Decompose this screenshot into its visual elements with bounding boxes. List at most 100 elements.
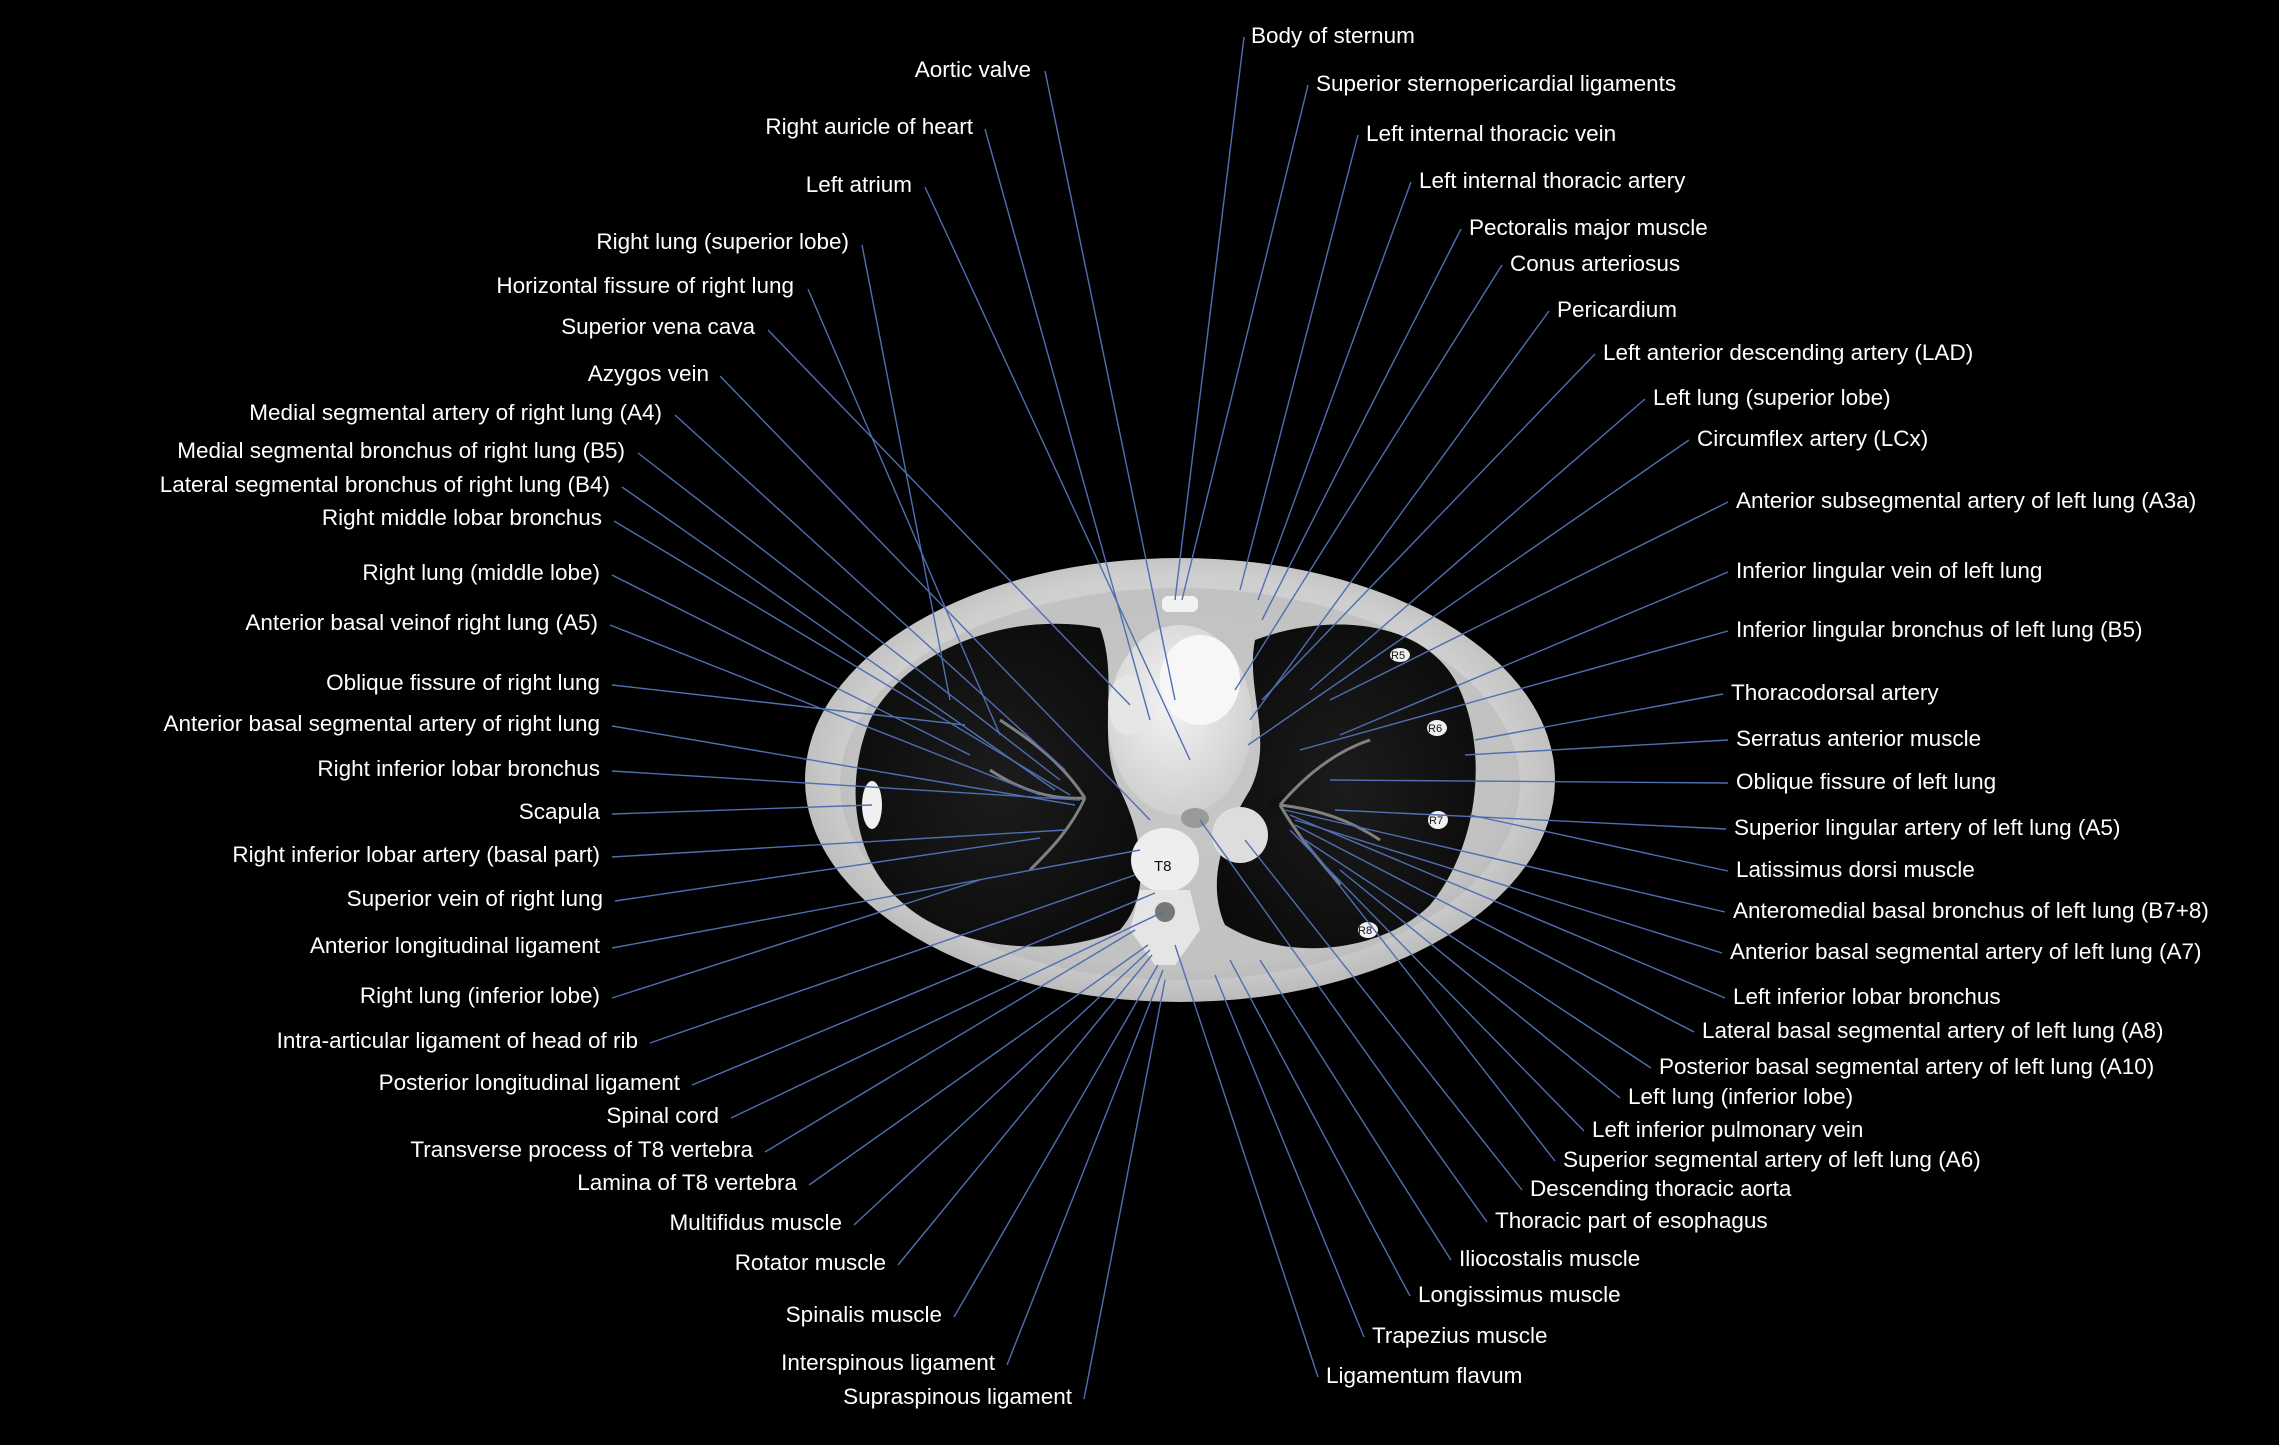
label-superior-vein-of-right-lung: Superior vein of right lung <box>347 886 603 911</box>
leader-line-right-inferior-lobar-bronchus <box>611 770 1081 801</box>
label-body-of-sternum: Body of sternum <box>1251 23 1415 48</box>
leader-line-pericardium <box>1249 310 1550 721</box>
leader-line-anterior-basal-segmental-artery-of-left-lung-a7 <box>1294 819 1723 954</box>
label-scapula: Scapula <box>519 799 601 824</box>
leader-line-left-inferior-lobar-bronchus <box>1289 814 1726 999</box>
ct-cross-section-image: R5 R6 R7 R8 T8 <box>805 558 1555 1002</box>
leader-line-descending-thoracic-aorta <box>1244 839 1523 1191</box>
label-right-inferior-lobar-bronchus: Right inferior lobar bronchus <box>317 756 600 781</box>
sternum-bone <box>1162 596 1198 612</box>
esophagus-region <box>1181 808 1209 828</box>
label-right-middle-lobar-bronchus: Right middle lobar bronchus <box>322 505 602 530</box>
leader-lines <box>609 36 1729 1400</box>
label-left-atrium: Left atrium <box>806 172 912 197</box>
rib-label-r6: R6 <box>1428 723 1442 735</box>
label-lateral-basal-segmental-artery-of-left-lung-a8: Lateral basal segmental artery of left l… <box>1702 1018 2164 1043</box>
leader-line-azygos-vein <box>719 375 1151 821</box>
label-descending-thoracic-aorta: Descending thoracic aorta <box>1530 1176 1792 1201</box>
label-thoracic-part-of-esophagus: Thoracic part of esophagus <box>1495 1208 1768 1233</box>
label-interspinous-ligament: Interspinous ligament <box>781 1350 996 1375</box>
label-rotator-muscle: Rotator muscle <box>735 1250 886 1275</box>
label-posterior-longitudinal-ligament: Posterior longitudinal ligament <box>379 1070 681 1095</box>
label-superior-lingular-artery-of-left-lung-a5: Superior lingular artery of left lung (A… <box>1734 815 2120 840</box>
leader-line-left-lung-inferior-lobe <box>1339 869 1621 1099</box>
label-inferior-lingular-vein-of-left-lung: Inferior lingular vein of left lung <box>1736 558 2042 583</box>
label-multifidus-muscle: Multifidus muscle <box>669 1210 842 1235</box>
leader-line-ligamentum-flavum <box>1174 944 1319 1378</box>
leader-line-pectoralis-major-muscle <box>1261 228 1462 621</box>
leader-line-right-auricle-of-heart <box>984 128 1151 721</box>
label-oblique-fissure-of-left-lung: Oblique fissure of left lung <box>1736 769 1996 794</box>
leader-line-anterior-longitudinal-ligament <box>611 849 1141 949</box>
leader-line-right-inferior-lobar-artery-basal-part <box>611 829 1066 858</box>
label-horizontal-fissure-of-right-lung: Horizontal fissure of right lung <box>496 273 794 298</box>
label-right-lung-middle-lobe: Right lung (middle lobe) <box>362 560 600 585</box>
leader-line-left-anterior-descending-artery-lad <box>1261 353 1596 701</box>
leader-line-latissimus-dorsi-muscle <box>1469 814 1729 872</box>
rib-label-r8: R8 <box>1358 925 1372 937</box>
leader-line-supraspinous-ligament <box>1083 979 1166 1400</box>
label-right-lung-superior-lobe: Right lung (superior lobe) <box>596 229 849 254</box>
leader-line-thoracic-part-of-esophagus <box>1199 819 1488 1223</box>
rib-label-r5: R5 <box>1391 650 1405 662</box>
leader-line-left-internal-thoracic-artery <box>1257 181 1412 601</box>
leader-line-serratus-anterior-muscle <box>1464 739 1729 756</box>
leader-line-right-lung-inferior-lobe <box>611 879 981 999</box>
label-anterior-basal-segmental-artery-of-left-lung-a7: Anterior basal segmental artery of left … <box>1730 939 2201 964</box>
label-left-inferior-lobar-bronchus: Left inferior lobar bronchus <box>1733 984 2001 1009</box>
leader-line-trapezius-muscle <box>1214 974 1365 1338</box>
leader-line-posterior-basal-segmental-artery-of-left-lung-a10 <box>1304 839 1652 1069</box>
label-right-lung-inferior-lobe: Right lung (inferior lobe) <box>360 983 600 1008</box>
label-left-internal-thoracic-vein: Left internal thoracic vein <box>1366 121 1616 146</box>
leader-line-medial-segmental-artery-of-right-lung-a4 <box>674 414 1066 771</box>
label-aortic-valve: Aortic valve <box>915 57 1031 82</box>
label-right-auricle-of-heart: Right auricle of heart <box>765 114 973 139</box>
label-anterior-basal-veinof-right-lung-a5: Anterior basal veinof right lung (A5) <box>245 610 598 635</box>
label-left-lung-superior-lobe: Left lung (superior lobe) <box>1653 385 1891 410</box>
leader-line-inferior-lingular-bronchus-of-left-lung-b5 <box>1299 630 1729 751</box>
label-ligamentum-flavum: Ligamentum flavum <box>1326 1363 1522 1388</box>
label-transverse-process-of-t8-vertebra: Transverse process of T8 vertebra <box>410 1137 753 1162</box>
label-oblique-fissure-of-right-lung: Oblique fissure of right lung <box>326 670 600 695</box>
leader-line-transverse-process-of-t8-vertebra <box>764 929 1136 1153</box>
spinal-canal <box>1155 902 1175 922</box>
leader-line-posterior-longitudinal-ligament <box>691 892 1156 1086</box>
leader-line-multifidus-muscle <box>853 949 1151 1226</box>
leader-line-anterior-basal-veinof-right-lung-a5 <box>609 624 1041 796</box>
descending-aorta-region <box>1212 807 1268 863</box>
leader-line-superior-vein-of-right-lung <box>614 837 1041 902</box>
leader-line-inferior-lingular-vein-of-left-lung <box>1339 571 1729 736</box>
label-supraspinous-ligament: Supraspinous ligament <box>843 1384 1073 1409</box>
vertebra-label-t8: T8 <box>1154 858 1172 875</box>
label-left-lung-inferior-lobe: Left lung (inferior lobe) <box>1628 1084 1853 1109</box>
label-anterior-longitudinal-ligament: Anterior longitudinal ligament <box>310 933 601 958</box>
label-intra-articular-ligament-of-head-of-rib: Intra-articular ligament of head of rib <box>277 1028 638 1053</box>
leader-line-left-internal-thoracic-vein <box>1239 134 1359 591</box>
leader-line-anterior-subsegmental-artery-of-left-lung-a3a <box>1329 501 1729 701</box>
leader-line-superior-lingular-artery-of-left-lung-a5 <box>1334 809 1727 830</box>
label-latissimus-dorsi-muscle: Latissimus dorsi muscle <box>1736 857 1975 882</box>
leader-line-left-lung-superior-lobe <box>1309 398 1646 691</box>
label-trapezius-muscle: Trapezius muscle <box>1372 1323 1547 1348</box>
label-lateral-segmental-bronchus-of-right-lung-b4: Lateral segmental bronchus of right lung… <box>160 472 610 497</box>
leader-line-left-atrium <box>924 186 1191 761</box>
label-longissimus-muscle: Longissimus muscle <box>1418 1282 1621 1307</box>
superior-vena-cava-region <box>1108 675 1148 735</box>
vertebral-body <box>1131 828 1199 892</box>
label-medial-segmental-bronchus-of-right-lung-b5: Medial segmental bronchus of right lung … <box>177 438 625 463</box>
label-spinal-cord: Spinal cord <box>606 1103 719 1128</box>
label-left-anterior-descending-artery-lad: Left anterior descending artery (LAD) <box>1603 340 1973 365</box>
label-thoracodorsal-artery: Thoracodorsal artery <box>1731 680 1939 705</box>
label-circumflex-artery-lcx: Circumflex artery (LCx) <box>1697 426 1928 451</box>
leader-line-aortic-valve <box>1044 70 1176 701</box>
right-lung-region <box>855 623 1141 947</box>
leader-line-oblique-fissure-of-right-lung <box>611 684 966 726</box>
label-superior-segmental-artery-of-left-lung-a6: Superior segmental artery of left lung (… <box>1563 1147 1981 1172</box>
label-medial-segmental-artery-of-right-lung-a4: Medial segmental artery of right lung (A… <box>249 400 662 425</box>
leader-line-lamina-of-t8-vertebra <box>808 944 1149 1186</box>
leader-line-oblique-fissure-of-left-lung <box>1329 779 1729 784</box>
leader-line-thoracodorsal-artery <box>1474 693 1724 741</box>
label-pectoralis-major-muscle: Pectoralis major muscle <box>1469 215 1708 240</box>
label-azygos-vein: Azygos vein <box>588 361 709 386</box>
